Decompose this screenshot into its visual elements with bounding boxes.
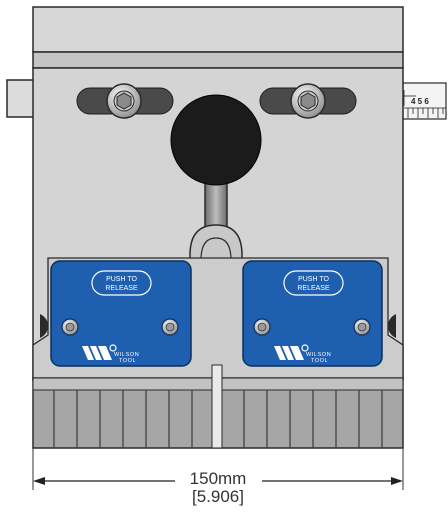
left-release-plate: PUSH TO RELEASE WILSON TOOL xyxy=(50,260,192,367)
wilson-tool-logo-icon xyxy=(274,344,309,360)
right-release-plate: PUSH TO RELEASE WILSON TOOL xyxy=(242,260,383,367)
brand-line1: WILSON xyxy=(306,352,331,358)
button-label-line1: PUSH TO xyxy=(106,276,137,283)
top-rail xyxy=(32,51,404,69)
push-to-release-button[interactable] xyxy=(91,270,152,296)
right-plate-screw-icon xyxy=(161,318,179,336)
push-to-release-button[interactable] xyxy=(283,270,344,296)
left-plate-screw-icon xyxy=(61,318,79,336)
button-label-line1: PUSH TO xyxy=(298,276,329,283)
left-bolt-icon xyxy=(106,83,142,119)
dimension-metric: 150mm xyxy=(190,469,247,488)
scale-ticks xyxy=(403,90,446,118)
dimension-arrow xyxy=(33,477,403,485)
brand-line1: WILSON xyxy=(114,352,139,358)
right-bolt-icon xyxy=(290,83,326,119)
right-notch xyxy=(388,314,396,338)
button-label-line2: RELEASE xyxy=(105,285,138,292)
release-knob[interactable] xyxy=(170,94,262,186)
comb-base xyxy=(32,364,404,449)
scale-digits: 4 5 6 xyxy=(411,97,429,106)
right-plate-screw-icon xyxy=(353,318,371,336)
brand-line2: TOOL xyxy=(119,358,136,364)
left-plate-screw-icon xyxy=(253,318,271,336)
top-cap xyxy=(32,6,404,53)
left-side-tab xyxy=(6,79,38,118)
button-label-line2: RELEASE xyxy=(297,285,330,292)
brand-line2: TOOL xyxy=(311,358,328,364)
left-notch xyxy=(40,314,48,338)
dimension-imperial: [5.906] xyxy=(192,487,244,506)
wilson-tool-logo-icon xyxy=(82,344,117,360)
